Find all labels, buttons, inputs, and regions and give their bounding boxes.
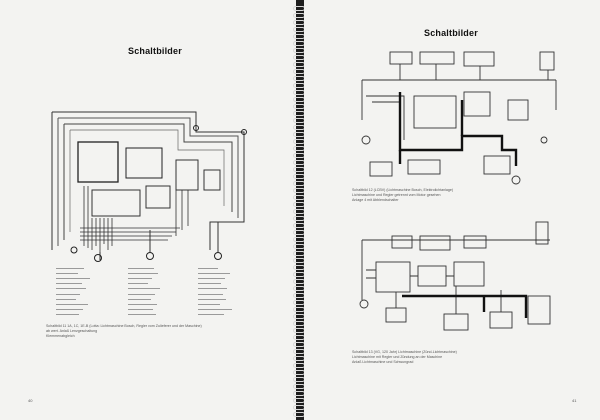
left-page-title: Schaltbilder [128, 46, 182, 56]
legend-row-text-placeholder [128, 278, 152, 280]
right-bottom-caption: Schaltbild 13 (VG, 120 Jahr) Lichtmaschi… [352, 350, 457, 365]
legend-row [118, 271, 188, 276]
book-spine [296, 0, 304, 420]
right-page-title: Schaltbilder [424, 28, 478, 38]
legend-row [188, 292, 258, 297]
legend-row-text-placeholder [56, 283, 82, 285]
right-top-caption-line: Schaltbild 12 (LCBV) (Lichtmaschine Bosc… [352, 188, 454, 192]
left-wiring-diagram [51, 111, 247, 262]
legend-row [118, 292, 188, 297]
legend-row-text-placeholder [56, 298, 76, 300]
legend-row-text-placeholder [198, 304, 220, 306]
legend-row [118, 287, 188, 292]
legend-row-text-placeholder [128, 272, 158, 274]
legend-row [46, 313, 116, 318]
legend-row [118, 297, 188, 302]
legend-row [188, 287, 258, 292]
left-caption-line: Klemmenabgleich [46, 334, 75, 338]
legend-row [188, 302, 258, 307]
legend-row-text-placeholder [56, 309, 83, 311]
legend-row-text-placeholder [198, 283, 221, 285]
right-top-caption: Schaltbild 12 (LCBV) (Lichtmaschine Bosc… [352, 188, 453, 203]
left-page: Schaltbilder [0, 0, 296, 420]
right-bottom-caption-line: Anlaß Lichtmaschine und Schwungrad [352, 360, 414, 364]
legend-row-text-placeholder [56, 314, 79, 316]
legend-row-text-placeholder [128, 298, 151, 300]
legend-row [46, 276, 116, 281]
legend-row [188, 297, 258, 302]
right-bottom-caption-line: Schaltbild 13 (VG, 120 Jahr) Lichtmaschi… [352, 350, 457, 354]
legend-row [118, 276, 188, 281]
legend-row-text-placeholder [128, 283, 148, 285]
legend-row-text-placeholder [198, 309, 232, 311]
left-caption-line: Schaltbild 11 1A, 1C, 1E-B (Lotta: Licht… [46, 324, 202, 328]
legend-row [118, 266, 188, 271]
legend-row [188, 313, 258, 318]
legend-row-text-placeholder [198, 314, 224, 316]
legend-row-text-placeholder [128, 304, 157, 306]
left-caption: Schaltbild 11 1A, 1C, 1E-B (Lotta: Licht… [46, 324, 202, 339]
legend-row [188, 308, 258, 313]
left-legend [46, 266, 254, 318]
legend-row-text-placeholder [198, 293, 223, 295]
legend-row [118, 302, 188, 307]
legend-row-text-placeholder [198, 298, 226, 300]
legend-row [46, 266, 116, 271]
legend-row-text-placeholder [56, 304, 88, 306]
legend-row-text-placeholder [128, 314, 156, 316]
legend-row-text-placeholder [56, 272, 78, 274]
legend-row [46, 287, 116, 292]
legend-row [188, 271, 258, 276]
legend-row [188, 276, 258, 281]
right-top-caption-line: Lichtmaschine und Regler getrennt vom Mo… [352, 193, 441, 197]
legend-row-text-placeholder [198, 267, 218, 269]
legend-row-text-placeholder [198, 272, 230, 274]
legend-row-text-placeholder [198, 288, 227, 290]
legend-row-text-placeholder [128, 293, 155, 295]
legend-row-text-placeholder [56, 267, 84, 269]
right-bottom-wiring-diagram [359, 221, 551, 331]
left-caption-line: ab wert. Anlaß Lenzgeschaltung [46, 329, 98, 333]
legend-row-text-placeholder [198, 278, 225, 280]
legend-row [46, 297, 116, 302]
legend-row [118, 308, 188, 313]
legend-row-text-placeholder [56, 293, 80, 295]
legend-row [46, 282, 116, 287]
right-top-caption-line: Anlage 4 mit Abblendschalter [352, 198, 399, 202]
right-bottom-caption-line: Lichtmaschine mit Regler und Zündung an … [352, 355, 443, 359]
legend-row-text-placeholder [128, 267, 154, 269]
legend-row [46, 271, 116, 276]
right-top-wiring-diagram [361, 51, 557, 185]
legend-row-text-placeholder [56, 288, 86, 290]
legend-row [118, 282, 188, 287]
left-page-number: 40 [28, 398, 33, 403]
legend-row [46, 308, 116, 313]
legend-row-text-placeholder [56, 278, 90, 280]
legend-row-text-placeholder [128, 288, 160, 290]
legend-row [118, 313, 188, 318]
legend-row-text-placeholder [128, 309, 153, 311]
legend-row [46, 292, 116, 297]
legend-row [46, 302, 116, 307]
right-page: Schaltbilder Schaltbild 12 [304, 0, 600, 420]
legend-row [188, 282, 258, 287]
right-page-number: 41 [572, 398, 577, 403]
legend-row [188, 266, 258, 271]
